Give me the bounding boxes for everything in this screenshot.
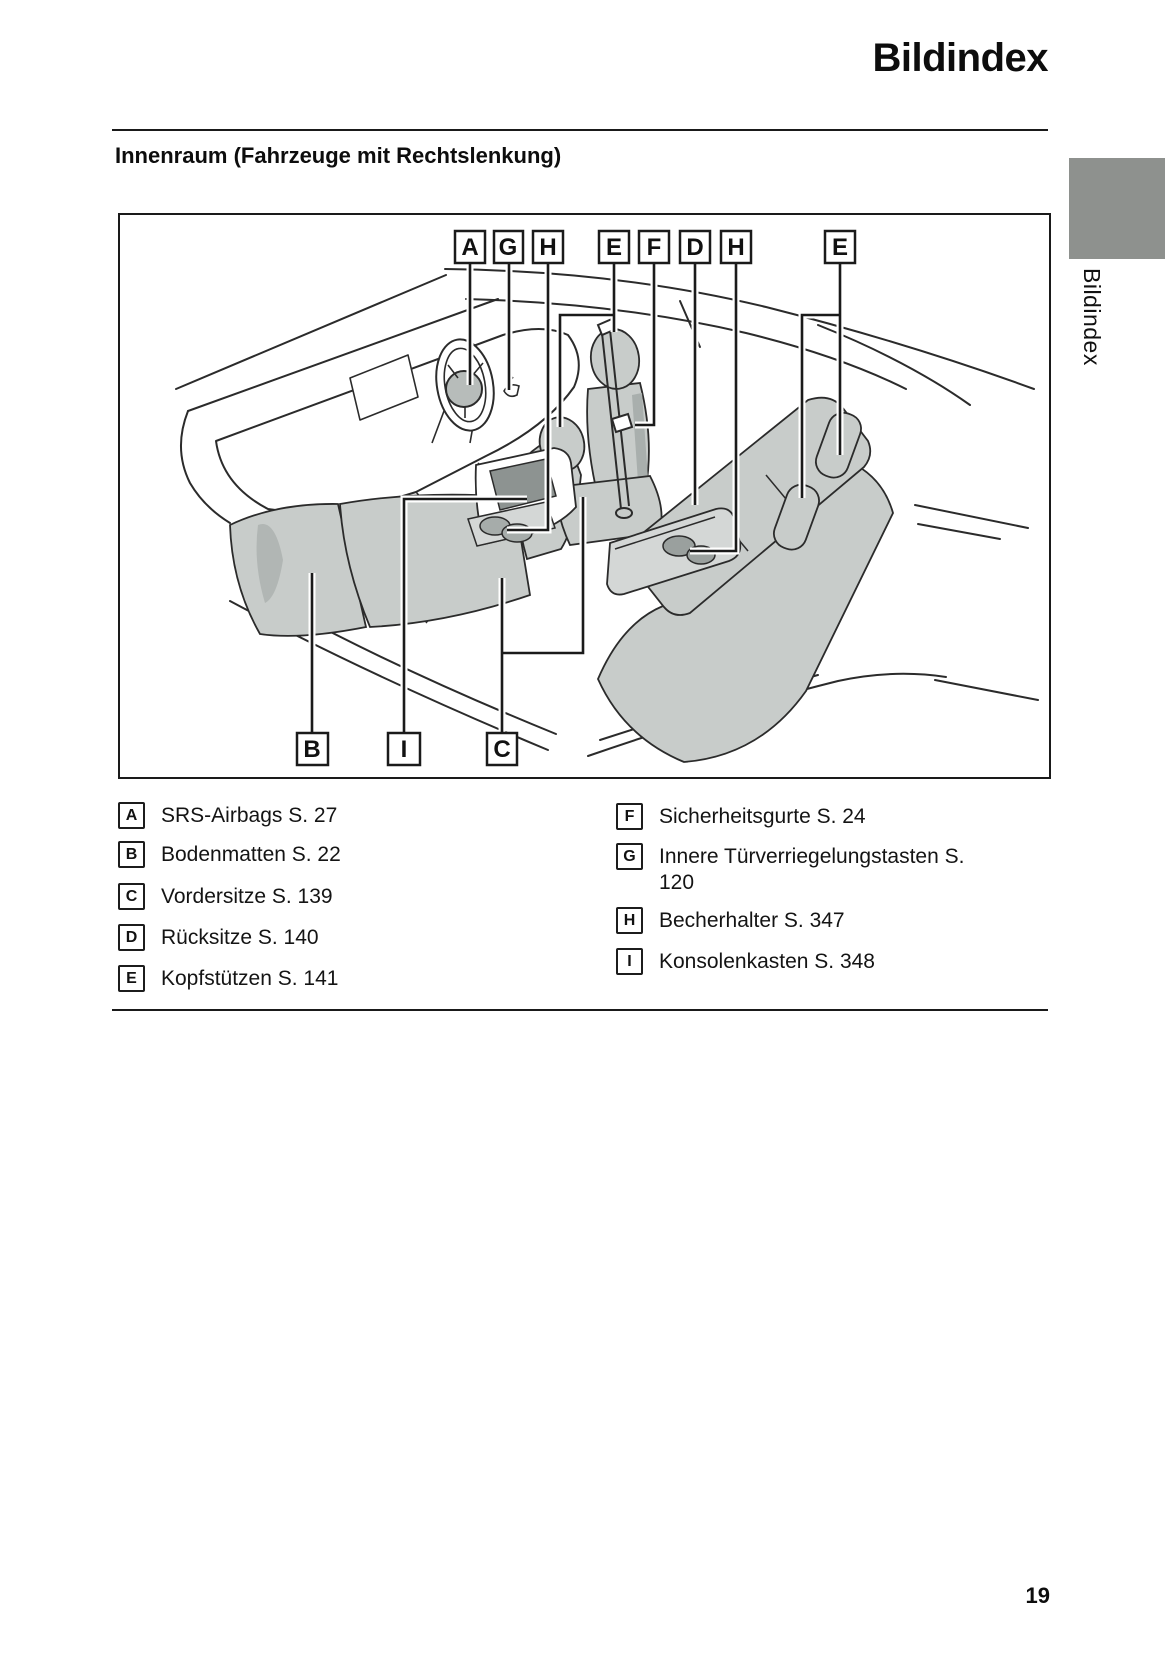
callout-letter: D (686, 234, 703, 261)
callout-boxes (295, 229, 857, 767)
legend-label: Innere Türverriegelungstasten S. 120 (659, 845, 965, 894)
page-number: 19 (1025, 1583, 1050, 1608)
seatbelt (596, 317, 634, 519)
legend-item-d: D Rücksitze S. 140 (118, 924, 319, 951)
legend-item-e: E Kopfstützen S. 141 (118, 965, 338, 992)
leader-lines (310, 263, 842, 733)
legend-label: Kopfstützen S. 141 (161, 967, 339, 990)
legend-item-i: I Konsolenkasten S. 348 (616, 948, 989, 975)
legend-item-f: F Sicherheitsgurte S. 24 (616, 803, 989, 830)
legend-label: SRS-Airbags S. 27 (161, 804, 338, 827)
chapter-tab-marker (1069, 158, 1165, 259)
title-rule (112, 129, 1048, 131)
legend-key-f: F (616, 803, 643, 830)
legend-item-g: G Innere Türverriegelungstasten S. 120 (616, 843, 989, 896)
legend-key-g: G (616, 843, 643, 870)
callout-letter: H (727, 234, 744, 261)
rear-cupholder (662, 535, 696, 557)
callout-letters: A G H E F D H E B I C (303, 234, 848, 763)
rear-bench (597, 396, 894, 763)
callout-letter: A (461, 234, 478, 261)
legend-label: Konsolenkasten S. 348 (659, 950, 875, 973)
airbag-hub (445, 370, 483, 408)
callout-letter: G (499, 234, 518, 261)
legend-item-c: C Vordersitze S. 139 (118, 883, 333, 910)
legend-label: Vordersitze S. 139 (161, 885, 333, 908)
callout-letter: I (401, 736, 408, 763)
legend-item-h: H Becherhalter S. 347 (616, 907, 989, 934)
legend-label: Sicherheitsgurte S. 24 (659, 805, 866, 828)
legend-label: Becherhalter S. 347 (659, 909, 845, 932)
footer-rule (112, 1009, 1048, 1011)
legend-key-b: B (118, 841, 145, 868)
legend-key-d: D (118, 924, 145, 951)
belt-buckle (610, 412, 634, 434)
callout-letter: F (647, 234, 662, 261)
steering-wheel (435, 338, 495, 432)
side-tab-label: Bildindex (1079, 268, 1105, 366)
section-heading: Innenraum (Fahrzeuge mit Rechtslenkung) (115, 143, 562, 168)
legend-key-i: I (616, 948, 643, 975)
callout-letter: E (606, 234, 622, 261)
callout-letter: B (303, 736, 320, 763)
callout-letter: E (832, 234, 848, 261)
callout-letter: C (493, 736, 510, 763)
legend-key-e: E (118, 965, 145, 992)
page-title: Bildindex (872, 36, 1048, 80)
legend-label: Rücksitze S. 140 (161, 926, 319, 949)
legend-key-c: C (118, 883, 145, 910)
callout-letter: H (539, 234, 556, 261)
legend-key-h: H (616, 907, 643, 934)
legend-item-a: A SRS-Airbags S. 27 (118, 802, 337, 829)
legend-item-b: B Bodenmatten S. 22 (118, 841, 341, 868)
interior-diagram: A G H E F D H E B I C (118, 213, 1051, 779)
legend-key-a: A (118, 802, 145, 829)
legend-label: Bodenmatten S. 22 (161, 843, 341, 866)
rear-headrest-middle (773, 483, 820, 551)
